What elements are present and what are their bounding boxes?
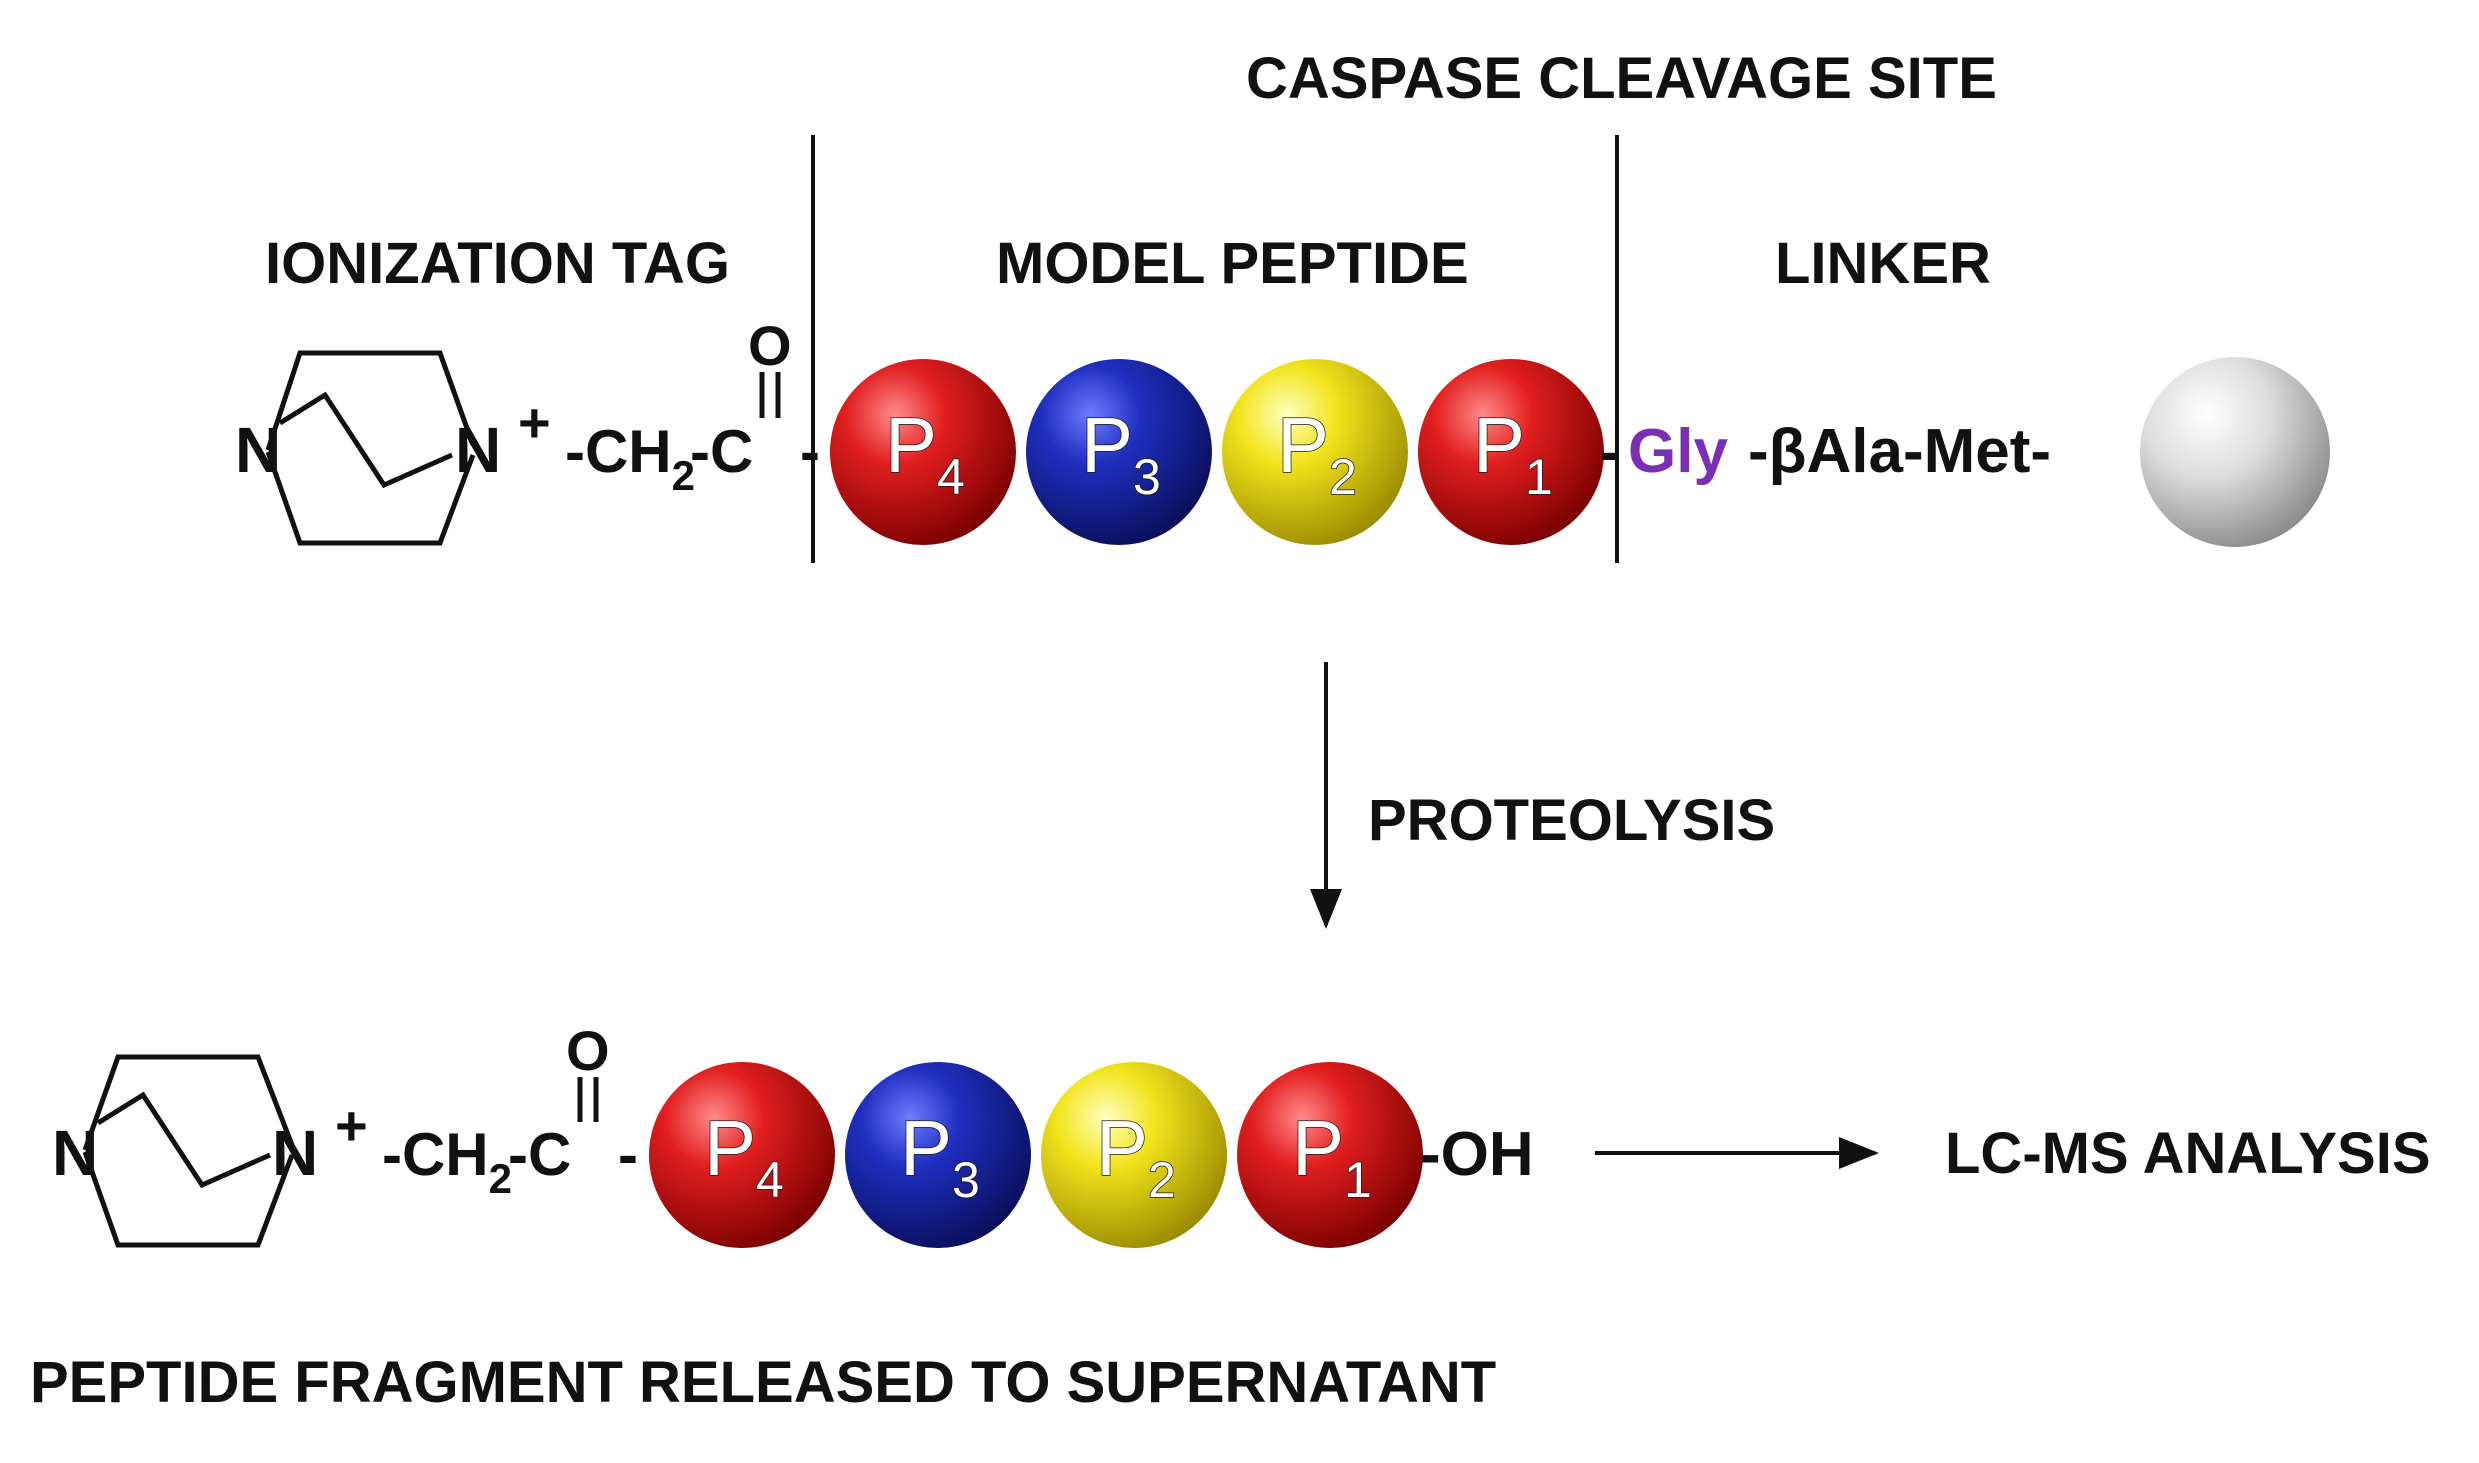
- carbonyl-carbon-bottom: -C: [508, 1121, 571, 1188]
- ionization-tag-label: IONIZATION TAG: [265, 231, 730, 296]
- positive-charge: +: [518, 391, 551, 454]
- bottom-residue-ball-p3: [845, 1062, 1031, 1248]
- lcms-analysis-label: LC-MS ANALYSIS: [1945, 1121, 2431, 1186]
- bottom-residue-label-p3: P3: [900, 1104, 980, 1208]
- nitrogen-quaternary: N: [455, 414, 501, 486]
- top-residue-p4: P4: [830, 359, 1016, 545]
- top-residue-ball-p3: [1026, 359, 1212, 545]
- bottom-residue-label-p4: P4: [704, 1104, 784, 1208]
- bond-to-peptide-bottom: -: [618, 1121, 638, 1188]
- bottom-residue-p4: P4: [649, 1062, 835, 1248]
- top-residue-label-p2: P2: [1277, 401, 1357, 505]
- top-residue-p1: P1: [1418, 359, 1604, 545]
- dabco-ring-bottom-icon: [82, 1054, 295, 1248]
- model-peptide-label: MODEL PEPTIDE: [996, 231, 1469, 296]
- linker-label: LINKER: [1775, 231, 1991, 296]
- bottom-residue-p1: P1: [1237, 1062, 1423, 1248]
- top-residue-label-p1: P1: [1473, 401, 1553, 505]
- bottom-residue-label-p1: P1: [1292, 1104, 1372, 1208]
- top-residue-label-p3: P3: [1081, 401, 1161, 505]
- ch2-subscript: 2: [672, 452, 695, 499]
- top-residue-p2: P2: [1222, 359, 1408, 545]
- positive-charge-bottom: +: [335, 1094, 368, 1157]
- top-residue-label-p4: P4: [885, 401, 965, 505]
- nitrogen-quaternary-bottom: N: [272, 1117, 318, 1189]
- nitrogen-left: N: [235, 414, 281, 486]
- nitrogen-left-bottom: N: [52, 1117, 98, 1189]
- bottom-peptide-residues: P4 P3 P2 P1: [649, 1062, 1423, 1248]
- top-residue-ball-p2: [1222, 359, 1408, 545]
- solid-support-bead-icon: [2140, 357, 2330, 547]
- proteolysis-label: PROTEOLYSIS: [1368, 788, 1775, 853]
- bottom-residue-label-p2: P2: [1096, 1104, 1176, 1208]
- bottom-residue-p2: P2: [1041, 1062, 1227, 1248]
- carbonyl-oxygen-bottom: O: [566, 1019, 610, 1082]
- bottom-residue-ball-p4: [649, 1062, 835, 1248]
- released-fragment-caption: PEPTIDE FRAGMENT RELEASED TO SUPERNATANT: [30, 1350, 1496, 1415]
- carbonyl-carbon: -C: [690, 418, 753, 485]
- top-residue-ball-p1: [1418, 359, 1604, 545]
- top-peptide-residues: P4 P3 P2 P1: [830, 359, 1604, 545]
- caspase-cleavage-site-label: CASPASE CLEAVAGE SITE: [1246, 46, 1997, 111]
- cleavage-bond: -: [1600, 418, 1620, 485]
- bond-to-peptide: -: [800, 418, 820, 485]
- linker-sequence: -βAla-Met-: [1748, 417, 2051, 486]
- top-residue-ball-p4: [830, 359, 1016, 545]
- ch2-prefix: -CH: [565, 418, 672, 485]
- ch2-prefix-bottom: -CH: [382, 1121, 489, 1188]
- gly-residue: Gly: [1628, 417, 1728, 486]
- dabco-ring-icon: [265, 350, 476, 546]
- ch2-group: -CH2: [565, 418, 695, 499]
- carbonyl-oxygen: O: [748, 314, 792, 377]
- hydroxyl-terminus: -OH: [1420, 1120, 1534, 1189]
- top-residue-p3: P3: [1026, 359, 1212, 545]
- bottom-residue-p3: P3: [845, 1062, 1031, 1248]
- ch2-subscript-bottom: 2: [489, 1155, 512, 1202]
- ch2-group-bottom: -CH2: [382, 1121, 512, 1202]
- bottom-residue-ball-p1: [1237, 1062, 1423, 1248]
- bottom-residue-ball-p2: [1041, 1062, 1227, 1248]
